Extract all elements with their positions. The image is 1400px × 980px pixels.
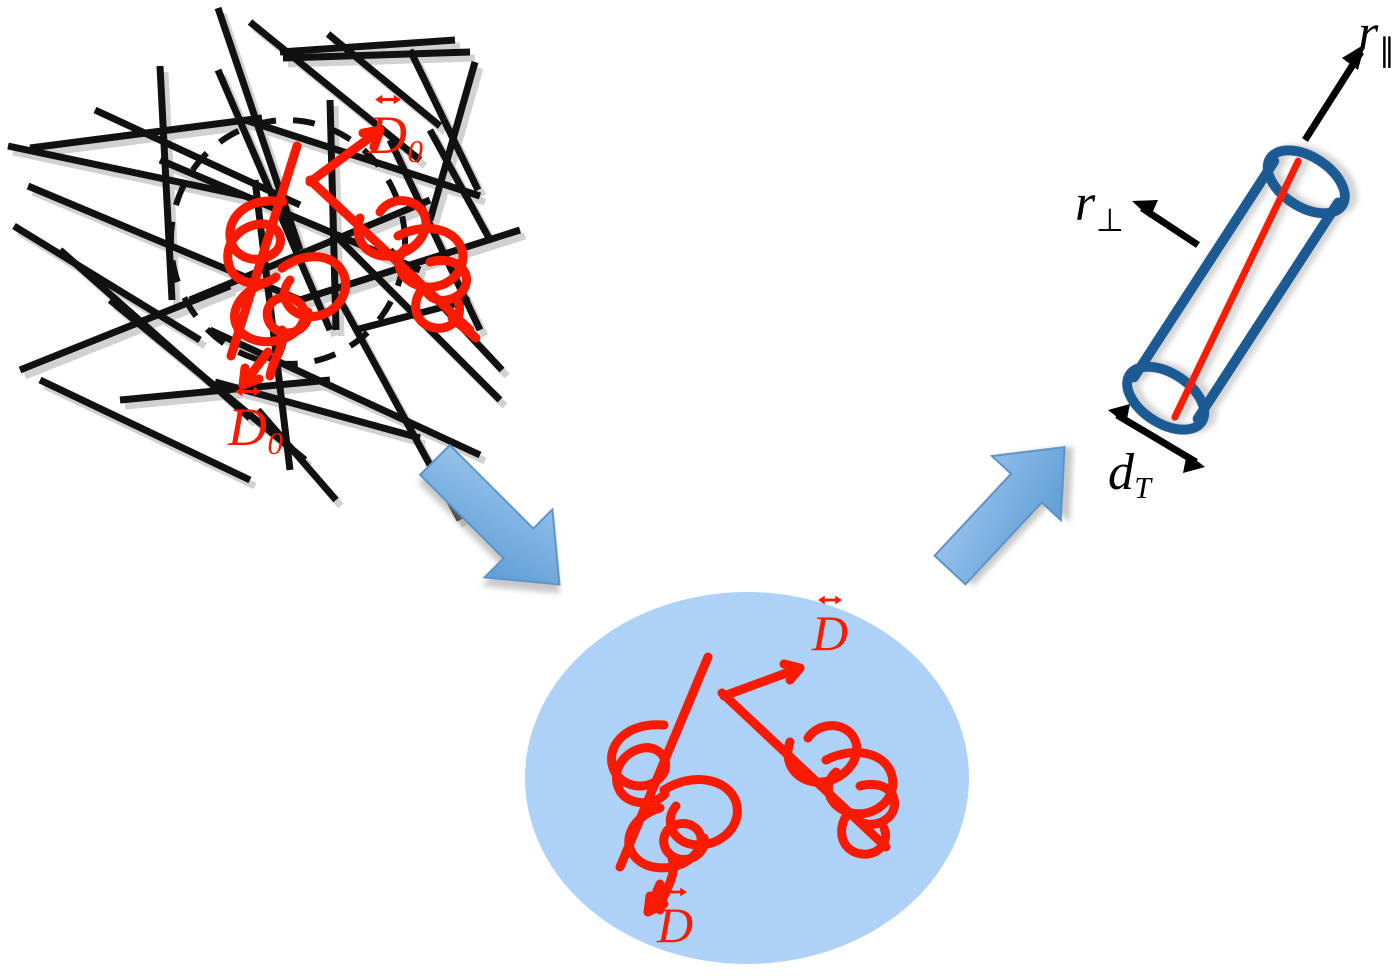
label-base: D: [657, 897, 694, 953]
label-subscript: ⊥: [1095, 201, 1124, 238]
dT-arrow-head-end: [1183, 453, 1205, 473]
rod: [255, 407, 339, 503]
label-D0-upper: D 0: [368, 94, 423, 170]
block-arrow-shape: [418, 443, 561, 586]
rod: [279, 36, 456, 56]
chain-tail-down: [265, 325, 288, 381]
chain-coil-a: [607, 720, 670, 808]
r-parallel-arrow-head: [1342, 44, 1365, 70]
label-subscript: 0: [407, 134, 423, 170]
label-D-lower: D: [657, 887, 694, 953]
rod: [7, 142, 246, 200]
rod: [426, 128, 494, 242]
label-subscript: T: [1134, 471, 1152, 506]
label-base: d: [1108, 444, 1134, 501]
rod: [188, 196, 432, 304]
label-base: r: [1358, 5, 1379, 62]
chain-coil-c: [783, 721, 862, 787]
D0-arrow-up-head: [358, 125, 385, 152]
label-r-parallel: r∥: [1358, 5, 1395, 68]
r-perp-arrow-head: [1132, 200, 1158, 218]
rod: [93, 106, 302, 209]
chain-right-tail: [447, 313, 481, 343]
D-arrow-down-head: [643, 891, 669, 917]
chain-coil-left: [223, 196, 288, 288]
label-d-T: dT: [1108, 444, 1152, 506]
tube-cap-near: [1122, 361, 1210, 435]
label-base: D: [368, 105, 407, 165]
r-parallel-arrow-shaft: [1302, 50, 1364, 142]
tube-wall-bottom: [1192, 197, 1344, 424]
tensor-accent-wrap: D: [368, 94, 407, 165]
tensor-accent-wrap: D: [228, 386, 267, 457]
rod: [12, 223, 202, 343]
D-arrow-up-line: [719, 663, 805, 701]
block-arrow-shape: [933, 445, 1066, 586]
tube-wall-top: [1128, 156, 1280, 383]
label-D0-lower: D 0: [228, 386, 283, 462]
rod: [38, 376, 252, 484]
label-r-perp: r⊥: [1075, 175, 1124, 238]
chain-loop-center: [277, 252, 351, 321]
rod: [119, 376, 331, 404]
chain-coil-b: [624, 803, 709, 873]
dT-arrow-head-start: [1108, 404, 1130, 424]
chain-coil-right: [353, 196, 431, 261]
label-subscript: 0: [267, 426, 283, 462]
rod: [247, 19, 423, 163]
chain-loop-center: [659, 775, 742, 850]
tensor-accent-wrap: D: [657, 887, 694, 953]
dT-arrow-shaft: [1115, 411, 1198, 466]
D-arrow-up-head: [779, 659, 805, 685]
chain-coil-right-3: [423, 256, 471, 305]
rod: [107, 297, 308, 463]
rod: [282, 48, 471, 62]
chain-coil-d: [821, 748, 898, 819]
rod: [426, 61, 479, 221]
rod: [325, 31, 443, 129]
rod: [406, 48, 482, 192]
chain-backbone-left: [226, 141, 302, 361]
D0-arrow-down-head: [238, 363, 264, 390]
rod: [208, 326, 482, 459]
chain-coil-right-2: [393, 224, 468, 292]
rod: [354, 296, 471, 334]
label-base: D: [812, 605, 849, 661]
label-base: D: [228, 397, 267, 457]
chain-coil-f: [837, 811, 890, 859]
tube-cap-far: [1262, 145, 1350, 219]
label-subscript: ∥: [1378, 31, 1395, 68]
chain-coil-right-4: [411, 287, 464, 333]
tensor-accent-wrap: D: [812, 595, 849, 661]
label-base: r: [1075, 175, 1096, 232]
chain-coil-e: [851, 780, 900, 829]
primitive-path: [1171, 157, 1302, 421]
label-D-upper: D: [812, 595, 849, 661]
D0-arrow-up-line: [305, 125, 385, 187]
rod: [156, 65, 176, 301]
rod: [298, 226, 522, 304]
